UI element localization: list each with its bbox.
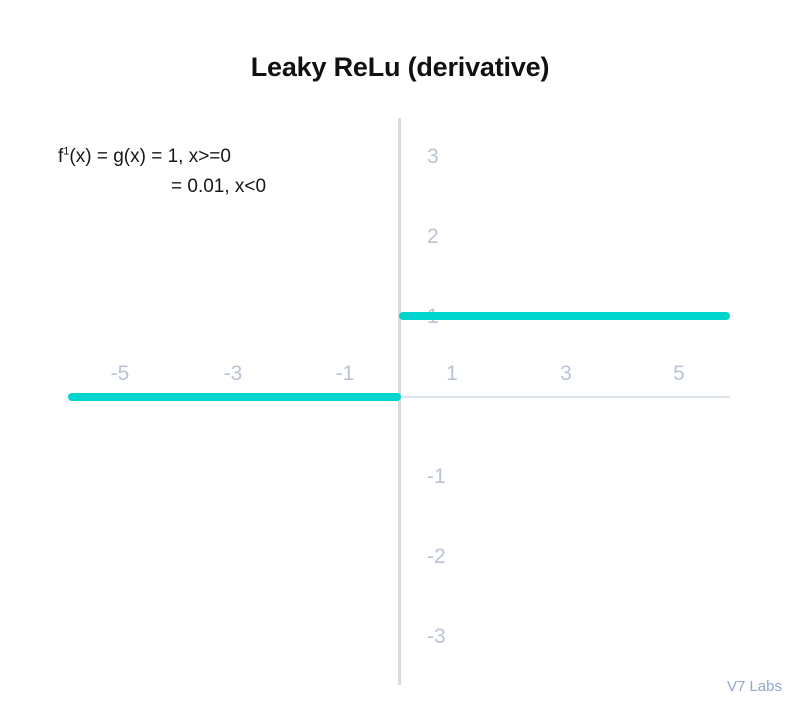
- chart-title: Leaky ReLu (derivative): [250, 52, 550, 82]
- y-tick-label: 2: [427, 225, 439, 248]
- formula-function-symbol: f: [58, 146, 64, 167]
- y-tick-label: -3: [427, 625, 446, 648]
- x-tick-label: -3: [223, 362, 243, 385]
- formula-line-1-body: (x) = g(x) = 1, x>=0: [69, 146, 231, 167]
- y-axis-line: [398, 118, 401, 685]
- y-tick-label: 3: [427, 145, 439, 168]
- y-tick-label: -1: [427, 465, 446, 488]
- formula-derivative-order: 1: [63, 145, 70, 158]
- formula-annotation: f1(x) = g(x) = 1, x>=0 = 0.01, x<0: [58, 142, 266, 202]
- formula-line-1: f1(x) = g(x) = 1, x>=0: [58, 142, 266, 172]
- x-tick-label: 1: [446, 362, 458, 385]
- x-tick-label: -1: [335, 362, 355, 385]
- x-tick-label: 5: [673, 362, 685, 385]
- x-tick-label: 3: [560, 362, 572, 385]
- watermark-label: V7 Labs: [726, 678, 782, 695]
- curve-negative-branch: [68, 393, 401, 401]
- curve-positive-branch: [399, 312, 730, 320]
- x-tick-label: -5: [110, 362, 130, 385]
- y-tick-label: -2: [427, 545, 446, 568]
- formula-line-2: = 0.01, x<0: [171, 176, 267, 197]
